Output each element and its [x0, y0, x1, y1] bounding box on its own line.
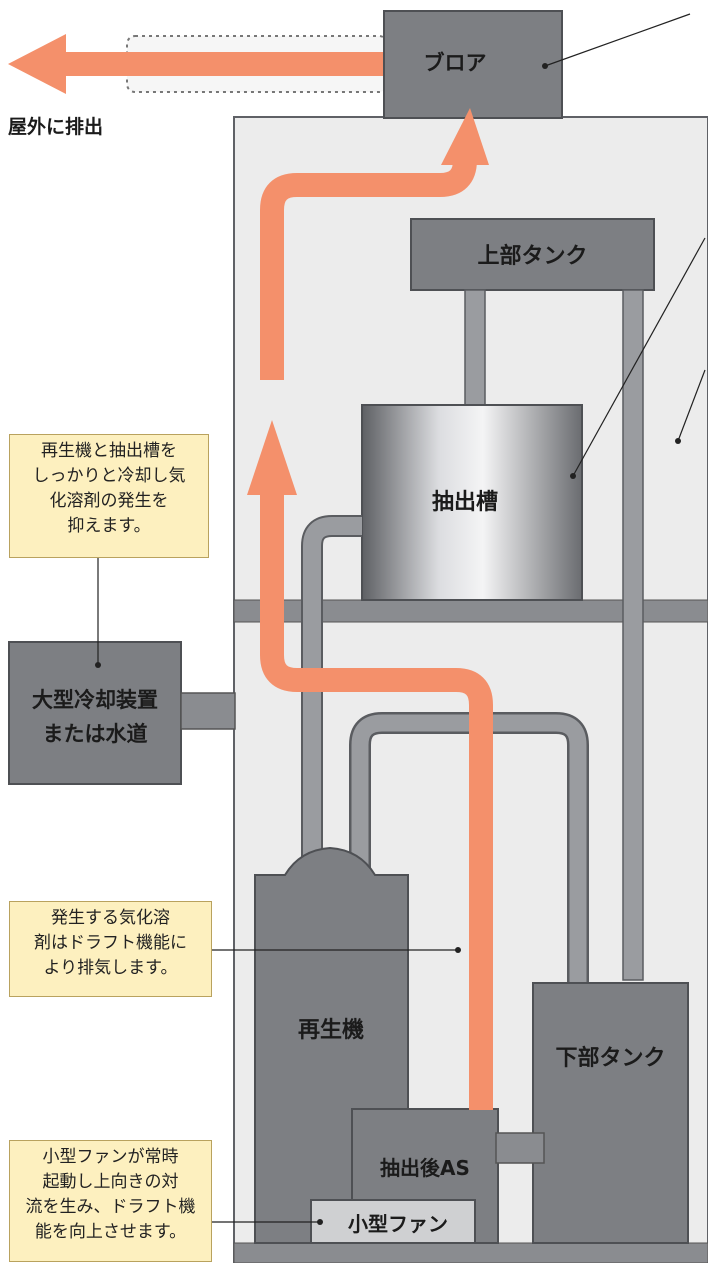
label-cooling-unit-line2: または水道 — [42, 722, 148, 746]
note-cooling-line: 抑えます。 — [67, 516, 151, 536]
extraction-tank — [361, 404, 583, 601]
note-fan-line: 能を向上させます。 — [34, 1222, 187, 1242]
bottom-base — [233, 1242, 708, 1263]
blower — [383, 10, 563, 119]
note-cooling-line: しっかりと冷却し気 — [32, 466, 186, 486]
cooling-pipe — [180, 692, 236, 730]
label-upper-tank: 上部タンク — [477, 244, 588, 269]
as-connector — [495, 1132, 545, 1164]
note-fan: 小型ファンが常時 起動し上向きの対 流を生み、ドラフト機 能を向上させます。 — [9, 1140, 212, 1262]
note-fan-line: 流を生み、ドラフト機 — [25, 1197, 196, 1217]
pipe-upper-left — [464, 289, 486, 406]
note-fan-line: 起動し上向きの対 — [42, 1172, 179, 1192]
label-post-extraction: 抽出後AS — [380, 1155, 470, 1180]
leader-tank — [572, 237, 706, 477]
note-draft-line: 剤はドラフト機能に — [34, 933, 187, 953]
label-small-fan: 小型ファン — [348, 1211, 448, 1236]
lower-tank — [532, 982, 689, 1244]
pipe-upper-right — [622, 289, 644, 981]
note-cooling-line: 再生機と抽出槽を — [41, 441, 177, 461]
leader-dot-panel — [675, 438, 681, 444]
cooling-unit — [8, 641, 182, 785]
leader-blower — [544, 13, 691, 67]
pipe-tank-to-regenerator-inner — [303, 517, 362, 870]
label-regenerator: 再生機 — [297, 1018, 364, 1043]
exhaust-arrow-shaft — [66, 52, 402, 76]
label-lower-tank: 下部タンク — [555, 1046, 666, 1071]
label-cooling-unit-line1: 大型冷却装置 — [32, 688, 158, 712]
flow-upper-path — [260, 150, 477, 380]
note-draft-line: より排気します。 — [43, 958, 178, 978]
leader-dot-tank — [570, 473, 576, 479]
leader-dot-blower — [542, 63, 548, 69]
flow-lower-path — [260, 492, 493, 1110]
note-fan-line: 小型ファンが常時 — [42, 1147, 179, 1167]
label-extraction-tank: 抽出槽 — [431, 490, 498, 515]
flow-upper-arrowhead — [441, 108, 489, 165]
upper-tank — [410, 218, 655, 291]
label-exhaust: 屋外に排出 — [8, 115, 104, 138]
flow-lower-arrowhead — [247, 420, 297, 495]
leader-dot-fan — [317, 1219, 323, 1225]
note-draft-line: 発生する気化溶 — [51, 908, 170, 928]
leader-dot-draft — [455, 947, 461, 953]
small-fan — [310, 1199, 476, 1244]
label-blower: ブロア — [423, 51, 487, 75]
note-cooling-line: 化溶剤の発生を — [49, 491, 169, 511]
exhaust-arrow-head — [8, 34, 66, 94]
leader-dot-cooling — [95, 662, 101, 668]
note-draft: 発生する気化溶 剤はドラフト機能に より排気します。 — [9, 901, 212, 997]
note-cooling: 再生機と抽出槽を しっかりと冷却し気 化溶剤の発生を 抑えます。 — [9, 434, 209, 558]
leader-panel — [677, 369, 706, 442]
